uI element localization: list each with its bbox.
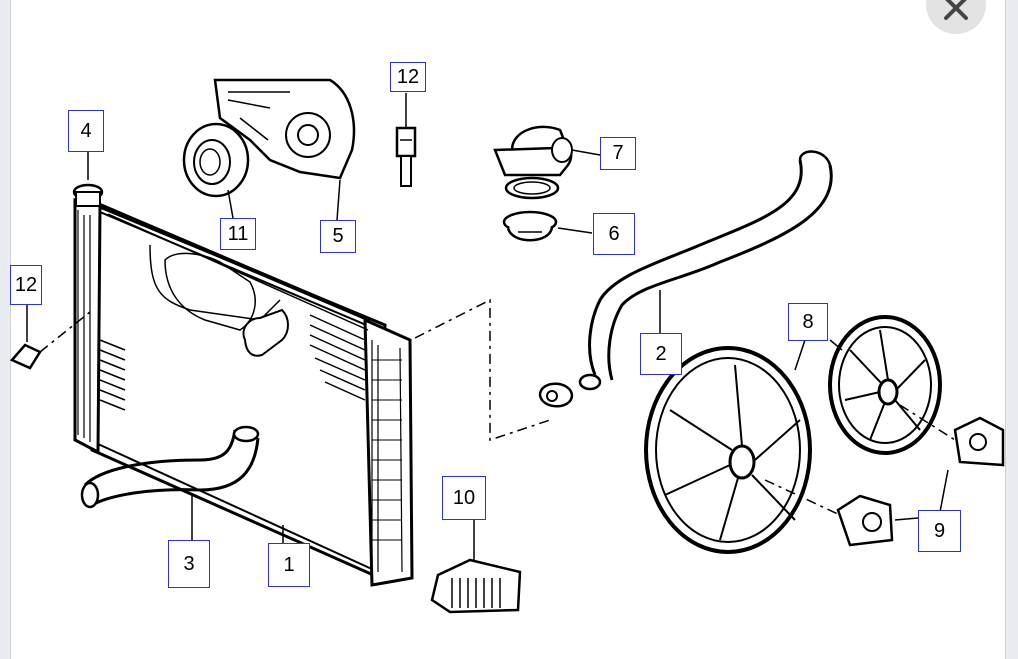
callout-2: 2 [640, 333, 682, 375]
callout-11: 11 [220, 218, 256, 250]
fan-motor-right [953, 416, 1005, 467]
callout-9: 9 [918, 510, 961, 552]
callout-3: 3 [168, 540, 210, 588]
leader-lines [26, 93, 949, 560]
fan-small [828, 315, 942, 455]
fan-large [644, 346, 812, 554]
thermostat-housing [493, 125, 573, 200]
coolant-switch [9, 311, 91, 370]
close-icon [944, 0, 968, 20]
callout-10: 10 [442, 476, 486, 520]
water-pump [213, 78, 356, 180]
callout-12-left: 12 [10, 265, 42, 305]
callout-4: 4 [68, 110, 104, 152]
fan-motor-lower [836, 494, 894, 547]
thermostat [502, 210, 558, 242]
pulley [182, 122, 250, 198]
connector [414, 298, 574, 442]
upper-hose [578, 150, 833, 391]
lower-hose [80, 425, 260, 509]
viewer-left-edge [0, 0, 11, 659]
resistor-module [430, 558, 522, 614]
callout-7: 7 [600, 137, 636, 170]
callout-8: 8 [788, 303, 828, 341]
callout-1: 1 [268, 543, 310, 587]
radiator [72, 183, 414, 587]
callout-12-top: 12 [390, 62, 426, 92]
viewer-right-edge [1005, 0, 1018, 659]
callout-5: 5 [320, 220, 356, 253]
temperature-sensor [395, 126, 417, 187]
callout-6: 6 [593, 213, 635, 255]
